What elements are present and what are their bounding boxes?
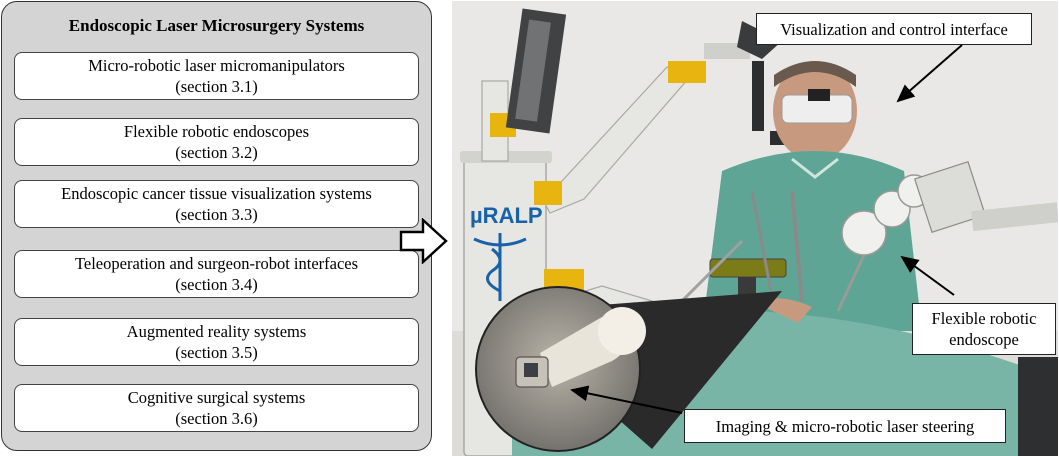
right-arrow-icon <box>399 217 449 265</box>
item-section: (section 3.2) <box>175 143 258 162</box>
callout-visualization: Visualization and control interface <box>756 13 1032 45</box>
list-item-augmented-reality: Augmented reality systems (section 3.5) <box>14 318 419 366</box>
item-label: Teleoperation and surgeon-robot interfac… <box>74 254 359 273</box>
callout-imaging: Imaging & micro-robotic laser steering <box>684 409 1006 443</box>
surgery-photo: µRALP <box>452 1 1058 456</box>
callout-arrows <box>570 44 963 414</box>
callout-text: Visualization and control interface <box>780 19 1008 39</box>
callout-text: Flexible robotic <box>931 309 1037 328</box>
ralp-logo-text: µRALP <box>470 203 543 228</box>
list-item-teleoperation: Teleoperation and surgeon-robot interfac… <box>14 250 419 298</box>
item-section: (section 3.5) <box>175 343 258 362</box>
callout-text: endoscope <box>949 330 1019 349</box>
item-label: Augmented reality systems <box>126 322 307 341</box>
item-label: Endoscopic cancer tissue visualization s… <box>61 184 372 203</box>
panel-title: Endoscopic Laser Microsurgery Systems <box>68 16 365 35</box>
list-item-endoscopes: Flexible robotic endoscopes (section 3.2… <box>14 118 419 166</box>
item-label: Cognitive surgical systems <box>127 388 306 407</box>
item-label: Flexible robotic endoscopes <box>123 122 310 141</box>
caduceus-icon <box>473 233 527 301</box>
item-section: (section 3.4) <box>175 275 258 294</box>
list-item-cognitive: Cognitive surgical systems (section 3.6) <box>14 384 419 432</box>
item-section: (section 3.6) <box>175 409 258 428</box>
systems-panel: Endoscopic Laser Microsurgery Systems Mi… <box>1 1 432 451</box>
callout-endoscope: Flexible robotic endoscope <box>912 303 1056 355</box>
item-section: (section 3.1) <box>175 77 258 96</box>
list-item-micromanipulators: Micro-robotic laser micromanipulators (s… <box>14 52 419 100</box>
item-label: Micro-robotic laser micromanipulators <box>88 56 345 75</box>
callout-text: Imaging & micro-robotic laser steering <box>715 416 975 436</box>
item-section: (section 3.3) <box>175 205 258 224</box>
list-item-visualization: Endoscopic cancer tissue visualization s… <box>14 180 419 228</box>
